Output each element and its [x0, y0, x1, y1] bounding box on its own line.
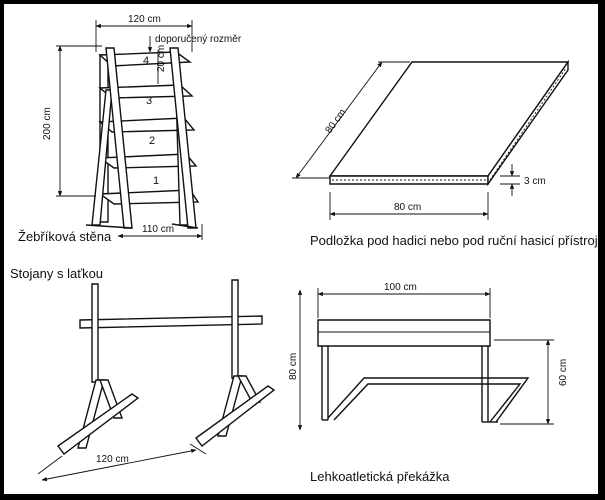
rung-number-1: 1: [153, 175, 159, 187]
mat-drawing: [328, 59, 570, 187]
ladder-top-width-label: 120 cm: [128, 14, 161, 25]
hurdle-caption: Lehkoatletická překážka: [310, 469, 450, 484]
rung-number-4: 4: [143, 55, 149, 67]
ladder-recommended-label: doporučený rozměr: [155, 34, 242, 45]
mat-thickness-label: 3 cm: [524, 176, 546, 187]
ladder-wall-drawing: [85, 47, 200, 229]
stands-caption: Stojany s laťkou: [10, 266, 103, 281]
rung-number-3: 3: [146, 95, 152, 107]
ladder-rung-spacing-label: 20 cm: [156, 45, 167, 72]
mat-width-label: 80 cm: [394, 202, 421, 213]
hurdle-drawing: [317, 319, 530, 423]
ladder-base-width-label: 110 cm: [142, 224, 174, 235]
hurdle-width-label: 100 cm: [384, 282, 417, 293]
mat-caption: Podložka pod hadici nebo pod ruční hasic…: [310, 233, 598, 248]
rung-number-2: 2: [149, 135, 155, 147]
ladder-height-label: 200 cm: [42, 107, 53, 140]
hurdle-right-height-label: 60 cm: [558, 359, 569, 386]
stands-drawing: [57, 279, 276, 455]
ladder-wall-caption: Žebříková stěna: [18, 229, 112, 244]
stands-spacing-label: 120 cm: [96, 454, 129, 465]
hurdle-left-height-label: 80 cm: [288, 353, 299, 380]
